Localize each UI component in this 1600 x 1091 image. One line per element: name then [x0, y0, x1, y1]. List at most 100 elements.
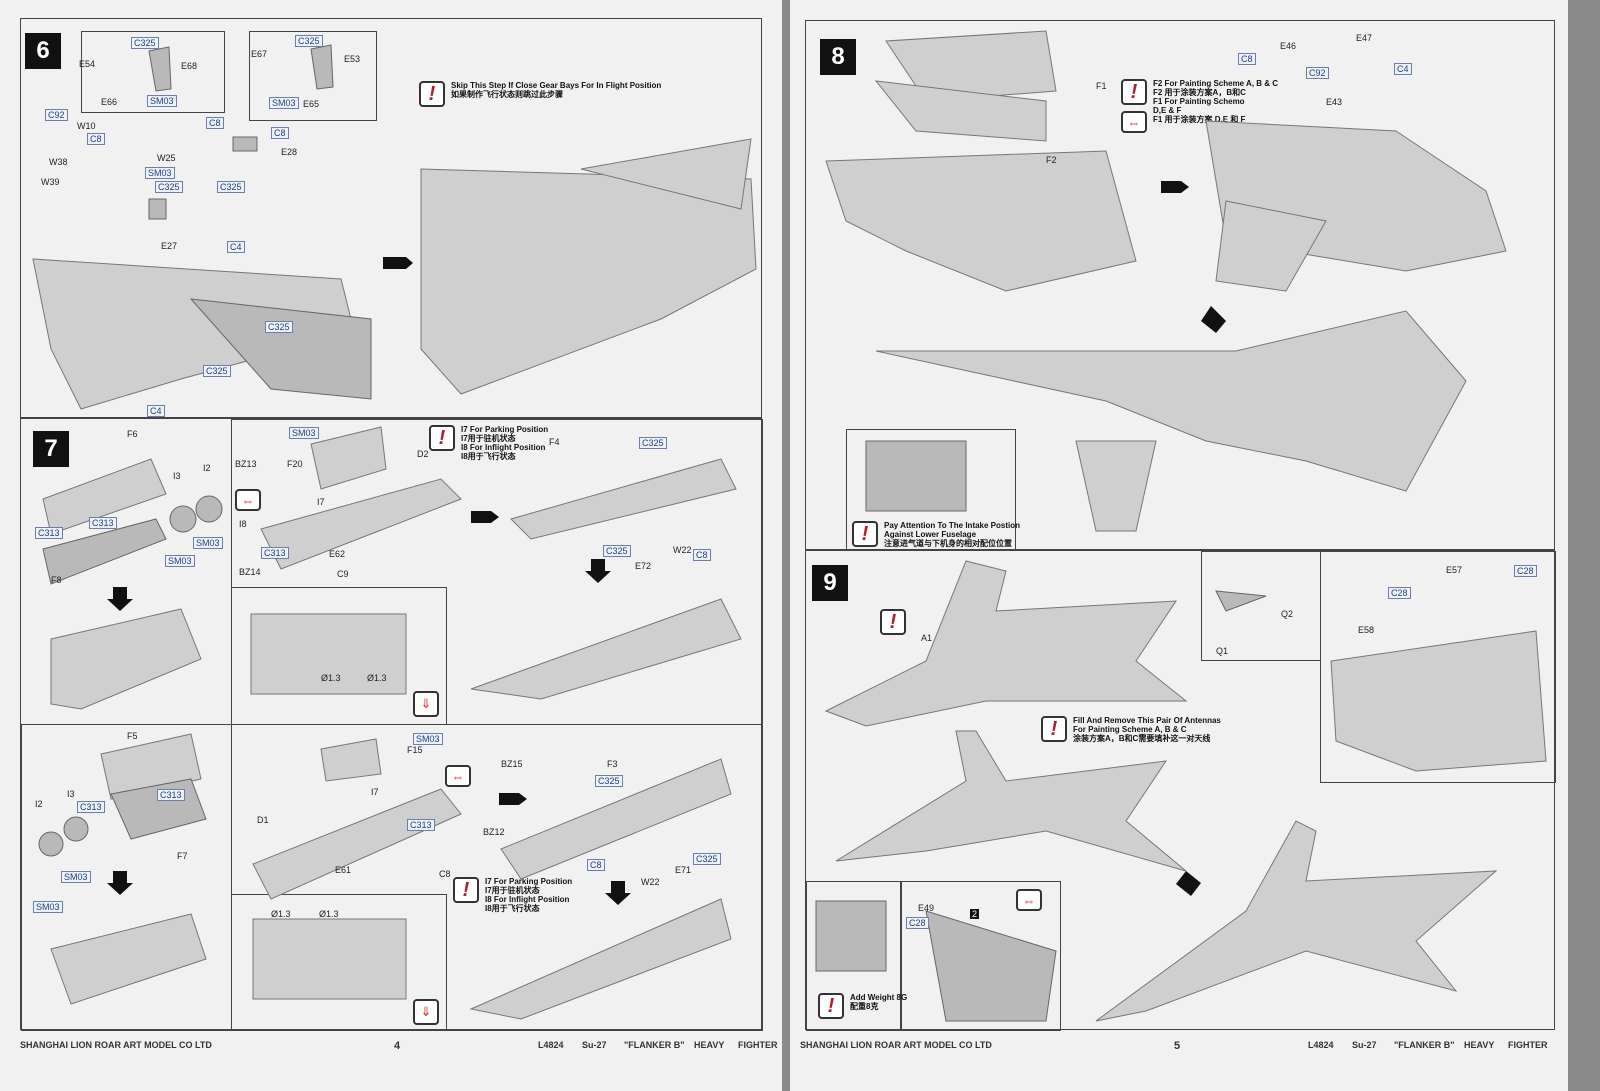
part-label: C313 [407, 819, 435, 831]
note-text: F2 For Painting Scheme A, B & C [1153, 79, 1279, 88]
part-label: E46 [1280, 41, 1297, 51]
warning-icon: ! [1041, 716, 1067, 742]
part-label: E28 [281, 147, 298, 157]
part-label: E67 [251, 49, 268, 59]
part-label: C313 [261, 547, 289, 559]
drill-icon: ⇓ [413, 691, 439, 717]
note-text: I8用于飞行状态 [461, 452, 516, 461]
part-label: I3 [67, 789, 75, 799]
model: Su-27 [1352, 1040, 1377, 1050]
step-9-drawing [815, 560, 1547, 1022]
part-label: C313 [157, 789, 185, 801]
inset-drill-lower [231, 894, 447, 1031]
note-text: Fill And Remove This Pair Of Antennas [1073, 716, 1221, 725]
step-number: 7 [33, 431, 69, 467]
part-label: SM03 [289, 427, 319, 439]
part-label: 2 [970, 909, 980, 919]
warning-icon: ! [818, 993, 844, 1019]
part-label: C325 [639, 437, 667, 449]
part-label: C8 [206, 117, 224, 129]
swap-arrows-icon: ⇔ [1016, 889, 1042, 911]
model: Su-27 [582, 1040, 607, 1050]
part-label: C8 [693, 549, 711, 561]
part-label: SM03 [193, 537, 223, 549]
step-number: 6 [25, 33, 61, 69]
part-label: C92 [45, 109, 68, 121]
warning-icon: ! [880, 609, 906, 635]
part-label: D1 [257, 815, 269, 825]
part-label: C325 [203, 365, 231, 377]
part-label: F5 [127, 731, 138, 741]
part-label: F7 [177, 851, 188, 861]
part-label: W10 [77, 121, 96, 131]
note-text: Add Weight 8G [850, 993, 908, 1002]
inset-weight-parts [901, 881, 1061, 1031]
company-name: SHANGHAI LION ROAR ART MODEL CO LTD [20, 1040, 212, 1050]
note-text: 如果制作飞行状态则跳过此步骤 [451, 90, 563, 99]
part-label: C325 [693, 853, 721, 865]
part-label: C8 [439, 869, 451, 879]
step-9-panel: 9 ! ! Fill And Remove This Pair Of Anten… [805, 550, 1556, 1031]
part-label: W38 [49, 157, 68, 167]
step-6-drawing [32, 44, 757, 410]
part-label: C313 [35, 527, 63, 539]
part-label: I7 [371, 787, 379, 797]
part-label: C8 [87, 133, 105, 145]
part-label: Q1 [1216, 646, 1229, 656]
note-text: F1 For Painting Schemo [1153, 97, 1245, 106]
part-label: E27 [161, 241, 178, 251]
part-label: SM03 [145, 167, 175, 179]
part-label: F2 [1046, 155, 1057, 165]
part-label: C4 [1394, 63, 1412, 75]
part-label: E47 [1356, 33, 1373, 43]
type: HEAVY [694, 1040, 725, 1050]
part-label: SM03 [147, 95, 177, 107]
part-label: F6 [127, 429, 138, 439]
warning-icon: ! [852, 521, 878, 547]
part-label: BZ13 [235, 459, 257, 469]
part-label: C8 [587, 859, 605, 871]
part-label: E49 [918, 903, 935, 913]
note-text: I7用于驻机状态 [485, 886, 540, 895]
page-4: 6 ! Skip This Step If Close Gear Bays Fo… [0, 0, 782, 1091]
note-text: F2 用于涂装方案A，B和C [1153, 88, 1246, 97]
inset-gear-left [81, 31, 225, 113]
company-name: SHANGHAI LION ROAR ART MODEL CO LTD [800, 1040, 992, 1050]
note-skip-step: ! Skip This Step If Close Gear Bays For … [419, 81, 661, 107]
part-label: F15 [407, 745, 423, 755]
note-text: 涂装方案A，B和C需要填补这一对天线 [1073, 734, 1211, 743]
part-label: SM03 [165, 555, 195, 567]
note-text: Skip This Step If Close Gear Bays For In… [451, 81, 662, 90]
part-label: W25 [157, 153, 176, 163]
part-label: C325 [155, 181, 183, 193]
part-label: E62 [329, 549, 346, 559]
part-label: E43 [1326, 97, 1343, 107]
page-number: 4 [394, 1040, 401, 1052]
part-label: C325 [295, 35, 323, 47]
part-label: E65 [303, 99, 320, 109]
part-label: BZ12 [483, 827, 505, 837]
part-label: I8 [239, 519, 247, 529]
model-name: "FLANKER B" [624, 1040, 685, 1050]
part-label: E61 [335, 865, 352, 875]
swap-arrows-icon: ⇔ [1121, 111, 1147, 133]
part-label: BZ14 [239, 567, 261, 577]
part-label: E72 [635, 561, 652, 571]
warning-icon: ! [1121, 79, 1147, 105]
part-label: A1 [921, 633, 933, 643]
part-label: C4 [227, 241, 245, 253]
part-label: SM03 [269, 97, 299, 109]
part-label: F3 [607, 759, 618, 769]
kit-number: L4824 [1308, 1040, 1334, 1050]
note-text: 注意进气道与下机身的相对配位位置 [884, 539, 1012, 548]
note-text: Against Lower Fuselage [884, 530, 977, 539]
kit-number: L4824 [538, 1040, 564, 1050]
drill-icon: ⇓ [413, 999, 439, 1025]
